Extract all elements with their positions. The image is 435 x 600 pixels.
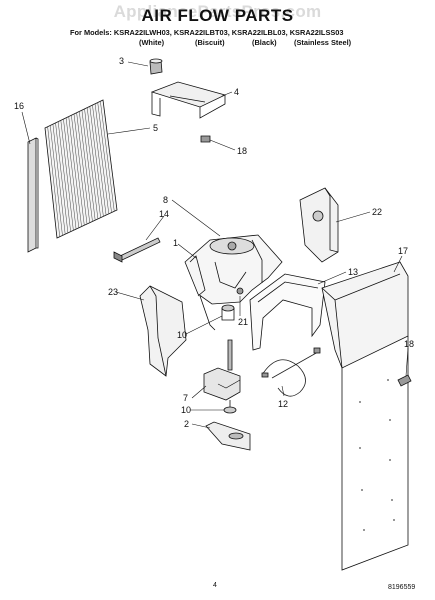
panel-hole [391, 499, 393, 501]
grille-line [100, 101, 115, 212]
grille-line [97, 102, 112, 213]
grille-line [84, 108, 99, 219]
grille-line [47, 126, 60, 237]
grille-line [86, 107, 101, 218]
part-5-filter [44, 99, 118, 239]
part-10-grommet-upper [221, 304, 235, 321]
grille-line [50, 125, 63, 236]
grille-line [55, 122, 69, 233]
part-16-strip [27, 137, 39, 253]
leader-line [221, 91, 233, 97]
leader-line [317, 271, 347, 285]
part-17-rear-panel [321, 261, 409, 571]
leader-line [107, 127, 151, 135]
leader-line [191, 385, 207, 399]
grille-line [92, 105, 107, 216]
leader-line [209, 139, 236, 151]
page-number: 4 [213, 582, 217, 589]
leader-line [21, 111, 31, 145]
callout-5: 5 [153, 123, 159, 133]
part-18-screw-right [397, 374, 412, 387]
callout-3: 3 [119, 56, 125, 66]
callout-13: 13 [348, 267, 359, 277]
callout-16: 16 [14, 101, 25, 111]
grille-line [89, 106, 104, 217]
variant-biscuit: (Biscuit) [195, 38, 225, 47]
variant-black: (Black) [252, 38, 277, 47]
leader-line [145, 215, 165, 241]
part-12-wire-harness [261, 347, 321, 397]
grille-line [65, 117, 80, 228]
grille-line [52, 124, 66, 235]
leader-line [177, 243, 197, 259]
grille-line [94, 103, 110, 214]
panel-hole [359, 401, 361, 403]
part-21-screw [236, 287, 244, 295]
grille-line [68, 116, 82, 227]
models-line: For Models: KSRA22ILWH03, KSRA22ILBT03, … [70, 28, 344, 37]
part-2-motor-bracket [205, 421, 251, 451]
panel-hole [387, 379, 389, 381]
part-13-gasket [249, 273, 326, 351]
callout-10-upper: 10 [177, 330, 188, 340]
callout-14: 14 [159, 209, 170, 219]
grille-line [81, 110, 96, 221]
part-10-grommet-lower [223, 406, 237, 414]
leader-line [185, 315, 223, 335]
grille-line [60, 120, 74, 231]
part-4-bracket [150, 81, 227, 119]
part-7-motor [203, 339, 241, 410]
callout-18-right: 18 [404, 339, 415, 349]
grille-line [79, 111, 93, 222]
panel-hole [363, 529, 365, 531]
grille-line [73, 113, 88, 225]
panel-hole [389, 459, 391, 461]
part-1-duct-housing [184, 234, 283, 331]
part-14-bushing [113, 237, 161, 263]
callout-7: 7 [183, 393, 189, 403]
model-variants: (White) (Biscuit) (Black) (Stainless Ste… [0, 38, 435, 50]
leader-line [335, 211, 371, 223]
callout-4: 4 [234, 87, 240, 97]
part-8-fan-blade [209, 237, 255, 255]
part-22-side-panel [299, 187, 339, 263]
leader-line [115, 291, 145, 301]
panel-hole [359, 447, 361, 449]
leader-line [405, 347, 409, 377]
page-title: AIR FLOW PARTS [141, 6, 294, 25]
callout-8: 8 [163, 195, 169, 205]
part-23-left-panel [139, 285, 187, 377]
panel-hole [393, 519, 395, 521]
callout-21: 21 [238, 317, 249, 327]
watermark: AppliancePartsPros.com [113, 2, 322, 21]
grille-line [63, 119, 77, 230]
callout-10-lower: 10 [181, 405, 192, 415]
callout-22: 22 [372, 207, 383, 217]
document-number: 8196559 [388, 584, 416, 591]
part-3-cup [149, 58, 163, 75]
callout-1: 1 [173, 238, 179, 248]
leader-line [171, 199, 221, 237]
callout-12: 12 [278, 399, 289, 409]
leader-line [281, 385, 285, 397]
part-18-screw-top [200, 135, 211, 143]
grille-line [76, 112, 90, 223]
leader-line [191, 423, 211, 429]
variant-white: (White) [139, 38, 165, 47]
panel-hole [389, 419, 391, 421]
callout-2: 2 [184, 419, 190, 429]
leader-line [393, 255, 403, 273]
callout-18-top: 18 [237, 146, 248, 156]
callout-23: 23 [108, 287, 119, 297]
panel-hole [361, 489, 363, 491]
callout-17: 17 [398, 246, 409, 256]
leader-line [127, 61, 149, 67]
grille-line [57, 121, 71, 232]
grille-line [71, 115, 85, 226]
variant-stainless: (Stainless Steel) [294, 38, 352, 47]
